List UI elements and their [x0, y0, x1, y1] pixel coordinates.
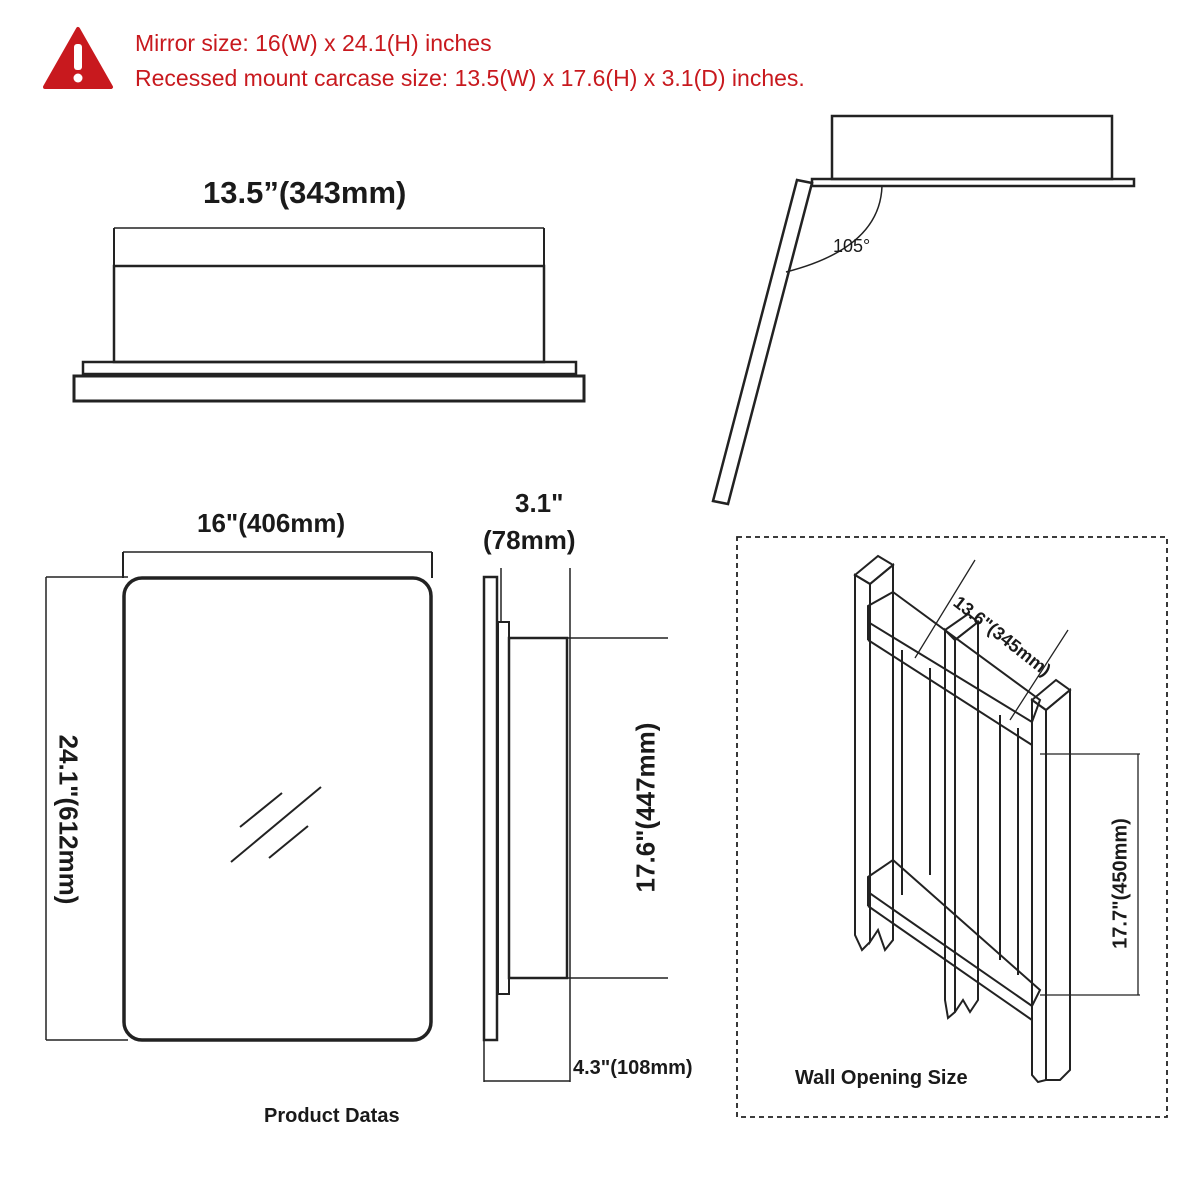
carcase-size-note: Recessed mount carcase size: 13.5(W) x 1…	[135, 65, 805, 91]
product-datas-caption: Product Datas	[264, 1105, 400, 1127]
warning-triangle-icon	[43, 27, 113, 89]
door-angle-label: 105°	[833, 236, 871, 256]
door-open-drawing	[711, 114, 1136, 506]
mirror-size-note: Mirror size: 16(W) x 24.1(H) inches	[135, 30, 492, 56]
top-view-width-label: 13.5”(343mm)	[203, 175, 407, 210]
mirror-height-label: 24.1"(612mm)	[53, 734, 84, 905]
carcase-height-label: 17.6"(447mm)	[630, 722, 661, 893]
wall-opening-caption: Wall Opening Size	[795, 1067, 968, 1089]
side-view-drawing	[482, 568, 668, 1082]
wall-opening-height-label: 17.7"(450mm)	[1109, 818, 1132, 949]
front-view-drawing	[45, 551, 433, 1042]
side-depth-label-line2: (78mm)	[483, 525, 576, 555]
mirror-width-label: 16"(406mm)	[197, 508, 346, 538]
top-view-drawing	[72, 227, 586, 403]
total-depth-label: 4.3"(108mm)	[573, 1057, 693, 1079]
wall-opening-drawing	[736, 536, 1168, 1118]
side-depth-label-line1: 3.1"	[515, 488, 564, 518]
